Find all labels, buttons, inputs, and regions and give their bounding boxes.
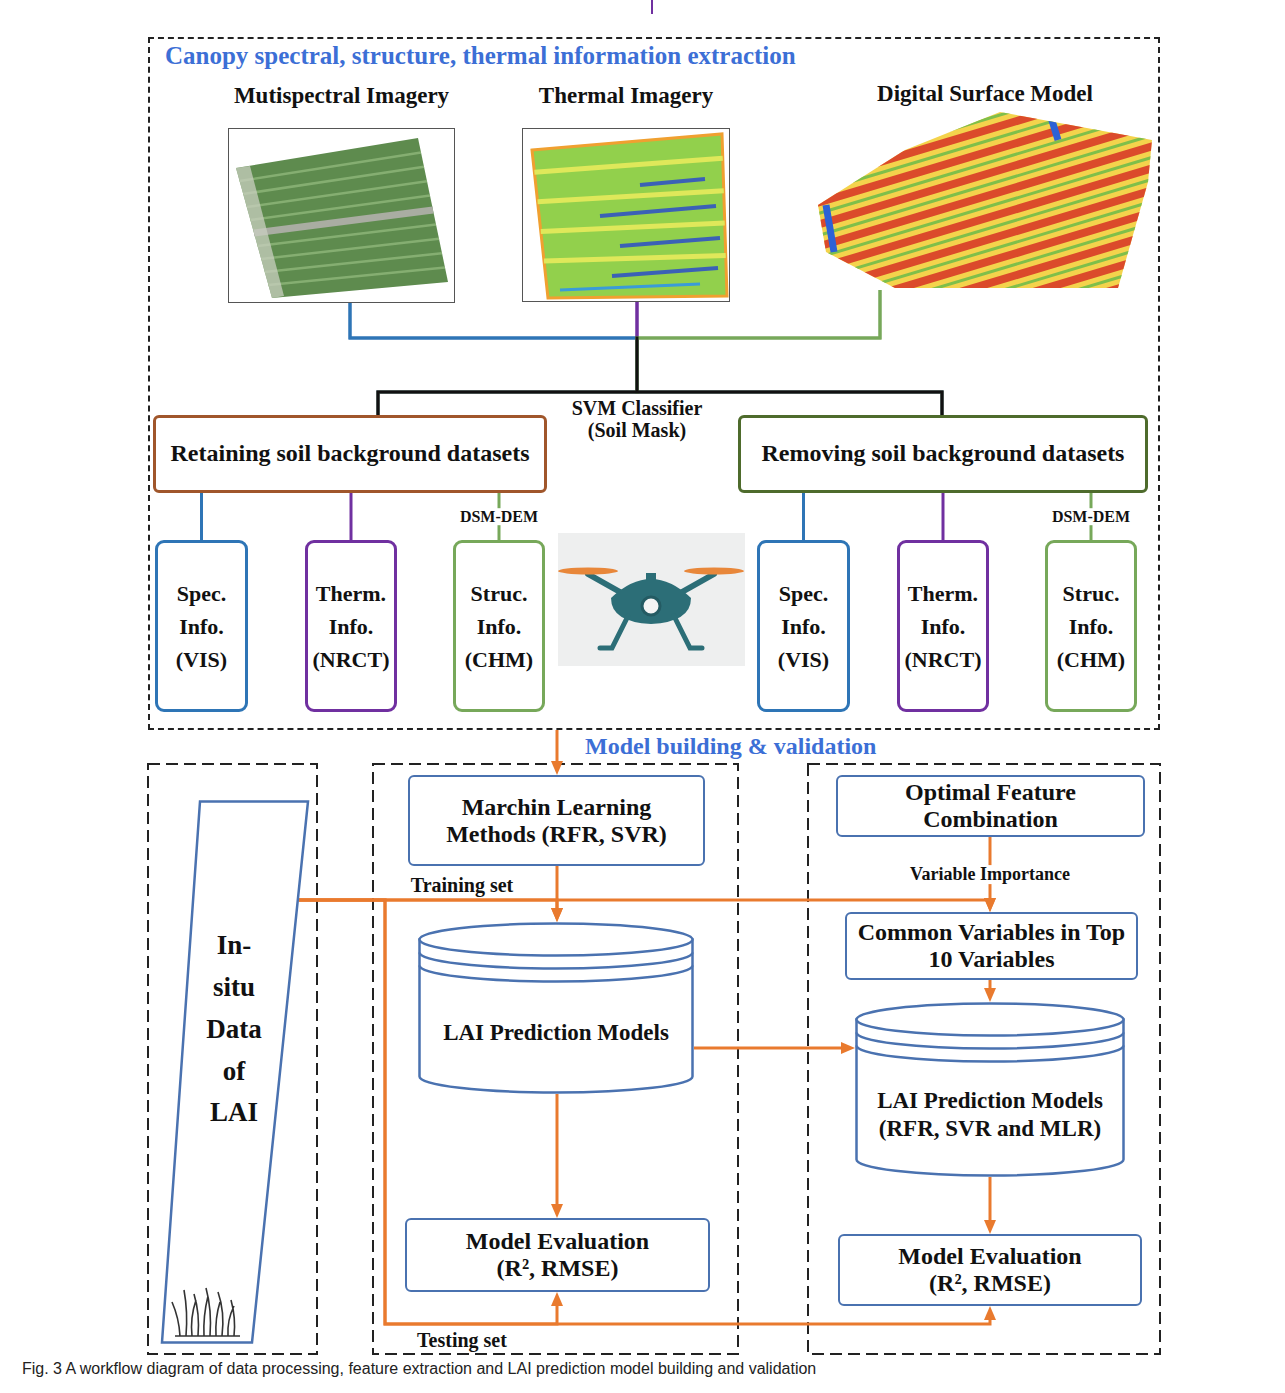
cylinder-body (420, 940, 693, 1093)
field-edge (236, 166, 284, 298)
info-box: Spec. Info. (VIS) (155, 540, 248, 712)
dashed-panel (148, 764, 317, 1354)
edge-label: Testing set (414, 1329, 510, 1351)
process-box: Common Variables in Top 10 Variables (845, 912, 1138, 980)
cylinder-top (420, 924, 693, 956)
drone-camera (642, 597, 660, 615)
node-text: Spec. Info. (VIS) (161, 577, 242, 676)
edge-label: DSM-DEM (457, 508, 541, 526)
dsm-furrows (800, 42, 1170, 395)
process-box: Model Evaluation (R², RMSE) (838, 1234, 1142, 1306)
parallelogram-shape (162, 802, 308, 1343)
dataset-box: Retaining soil background datasets (153, 415, 547, 493)
process-box: Optimal Feature Combination (836, 775, 1145, 837)
process-box: Model Evaluation (R², RMSE) (405, 1218, 710, 1292)
connector (299, 900, 990, 906)
node-text: Optimal Feature Combination (848, 779, 1133, 833)
database-cylinder: LAI Prediction Models (RFR, SVR and MLR) (855, 1002, 1125, 1177)
node-text: Marchin Learning Methods (RFR, SVR) (420, 794, 693, 848)
connector (637, 290, 942, 415)
drone-propeller (558, 568, 618, 575)
dsm-image (800, 31, 1170, 406)
connector (942, 493, 945, 540)
classifier-label: SVM Classifier (Soil Mask) (562, 397, 712, 442)
image-panel: Digital Surface Model (815, 110, 1155, 290)
edge-label: Training set (408, 874, 516, 896)
edge-label: Variable Importance (907, 865, 1073, 885)
edge-label: DSM-DEM (1049, 508, 1133, 526)
heading-text: Digital Surface Model (877, 81, 1093, 107)
connector (378, 290, 880, 415)
connector (989, 1177, 992, 1228)
node-text: Therm. Info. (NRCT) (311, 577, 391, 676)
connector (350, 493, 353, 540)
connector (556, 1094, 559, 1212)
drone-background (558, 533, 745, 666)
dsm-ridges (800, 31, 1170, 406)
drone-body (611, 579, 691, 624)
info-box: Therm. Info. (NRCT) (897, 540, 989, 712)
dashed-panel (808, 764, 1160, 1354)
image-panel: Thermal Imagery (522, 128, 730, 302)
connector (989, 980, 992, 996)
heading-text: Mutispectral Imagery (234, 83, 449, 109)
drone-propeller (684, 568, 744, 575)
drone-legs (600, 616, 702, 648)
info-box: Spec. Info. (VIS) (757, 540, 850, 712)
connector (200, 493, 203, 540)
dashed-panel (373, 764, 738, 1354)
cylinder-body (857, 1020, 1124, 1176)
info-box: Therm. Info. (NRCT) (305, 540, 397, 712)
dataset-box: Removing soil background datasets (738, 415, 1148, 493)
heading-text: Thermal Imagery (539, 83, 713, 109)
node-text: Spec. Info. (VIS) (763, 577, 844, 676)
node-text: Model Evaluation (R², RMSE) (450, 1228, 665, 1282)
cylinder-ring (857, 1046, 1124, 1062)
node-text: Therm. Info. (NRCT) (903, 577, 983, 676)
field-image (236, 138, 448, 298)
connector (694, 1047, 849, 1050)
connector (556, 730, 559, 769)
connector (802, 493, 805, 540)
section-heading: Model building & validation (585, 733, 876, 760)
node-text: Struc. Info. (CHM) (1051, 577, 1131, 676)
node-text: Struc. Info. (CHM) (459, 577, 539, 676)
dashed-region: Canopy spectral, structure, thermal info… (148, 37, 1160, 730)
process-box: Marchin Learning Methods (RFR, SVR) (408, 775, 705, 866)
node-text: Retaining soil background datasets (171, 440, 530, 468)
figure-caption: Fig. 3 A workflow diagram of data proces… (22, 1360, 816, 1378)
thermal-edge (560, 284, 700, 290)
cylinder-ring (420, 953, 693, 969)
grass-icon (172, 1288, 240, 1336)
field-road (254, 210, 433, 233)
heading-text: Canopy spectral, structure, thermal info… (165, 42, 796, 70)
cylinder-outline (418, 922, 694, 1094)
info-box: Struc. Info. (CHM) (1045, 540, 1137, 712)
cylinder-top (857, 1004, 1124, 1036)
database-cylinder: LAI Prediction Models (418, 922, 694, 1094)
top-tick (651, 0, 653, 14)
cylinder-ring (420, 966, 693, 982)
node-text: In- situ Data of LAI (206, 925, 262, 1134)
connector (299, 900, 557, 916)
thermal-cool-rows (600, 179, 720, 276)
node-text: LAI Prediction Models (RFR, SVR and MLR) (863, 1087, 1117, 1142)
dsm-low-areas (826, 114, 1058, 252)
cylinder-ring (857, 1033, 1124, 1049)
node-text: LAI Prediction Models (443, 1019, 669, 1047)
node-text: Common Variables in Top 10 Variables (857, 919, 1126, 973)
image-panel: Mutispectral Imagery (228, 128, 455, 303)
thermal-image (532, 134, 727, 298)
node-text: Removing soil background datasets (762, 440, 1125, 468)
info-box: Struc. Info. (CHM) (453, 540, 545, 712)
node-text: Model Evaluation (R², RMSE) (883, 1243, 1098, 1297)
data-parallelogram: In- situ Data of LAI (160, 800, 310, 1344)
